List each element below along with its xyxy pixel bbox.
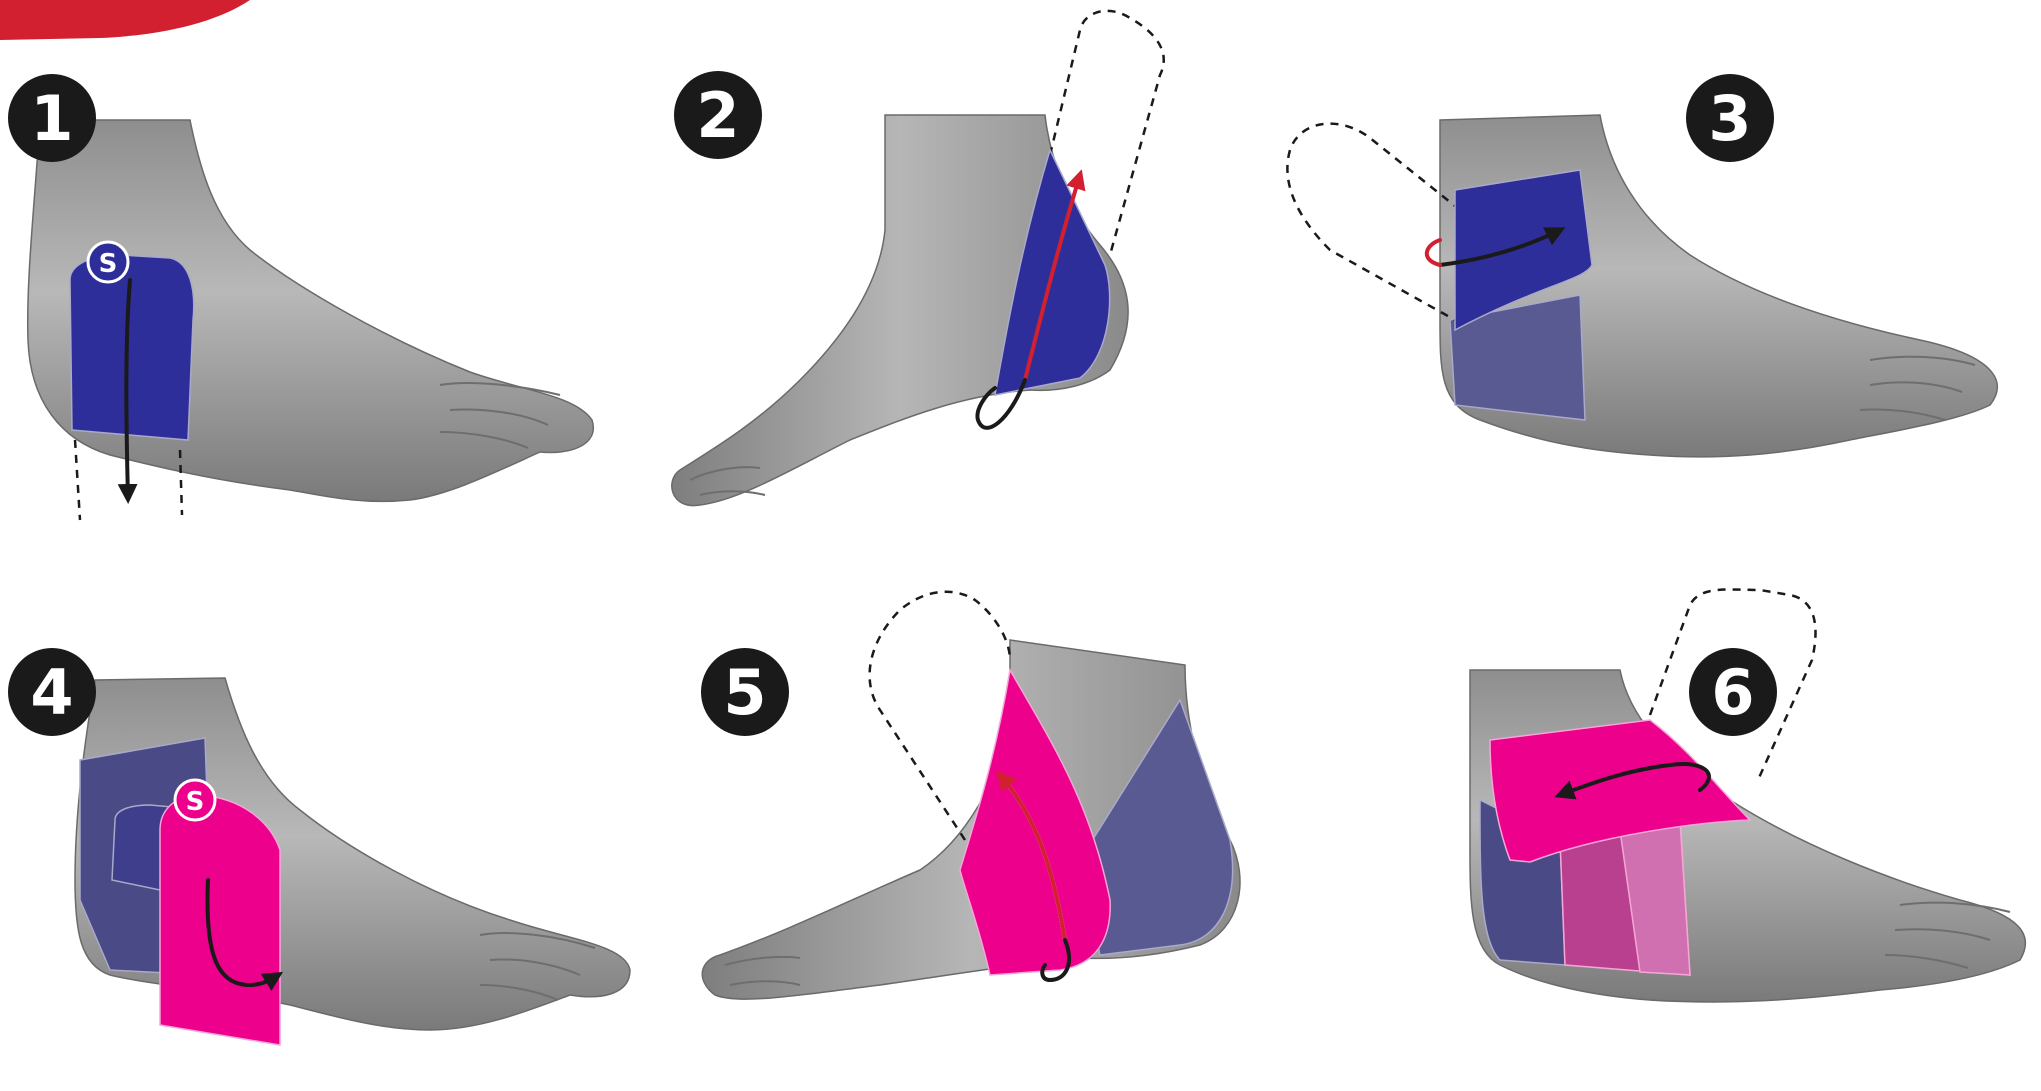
start-badge-label: S	[186, 787, 205, 817]
step-number: 4	[30, 656, 73, 729]
step-5-panel: 5	[701, 592, 1240, 999]
step-3-panel: 3	[1287, 74, 1997, 457]
step-4-panel: S 4	[8, 648, 630, 1045]
blue-tape-strip	[70, 255, 194, 440]
step-1-panel: S 1	[8, 74, 593, 520]
step-number: 3	[1708, 82, 1751, 155]
pink-tape-strip	[160, 795, 280, 1045]
step-number: 2	[696, 79, 739, 152]
step-number: 6	[1711, 656, 1754, 729]
step-number: 5	[723, 656, 766, 729]
start-badge-label: S	[99, 249, 118, 279]
red-start-marker	[1427, 240, 1440, 265]
step-number: 1	[30, 82, 73, 155]
step-6-panel: 6	[1470, 589, 2025, 1002]
guide-dashed-line-left	[75, 440, 80, 520]
step-2-panel: 2	[672, 11, 1164, 506]
corner-accent	[0, 0, 250, 40]
outline-tape-guide	[1287, 124, 1460, 320]
